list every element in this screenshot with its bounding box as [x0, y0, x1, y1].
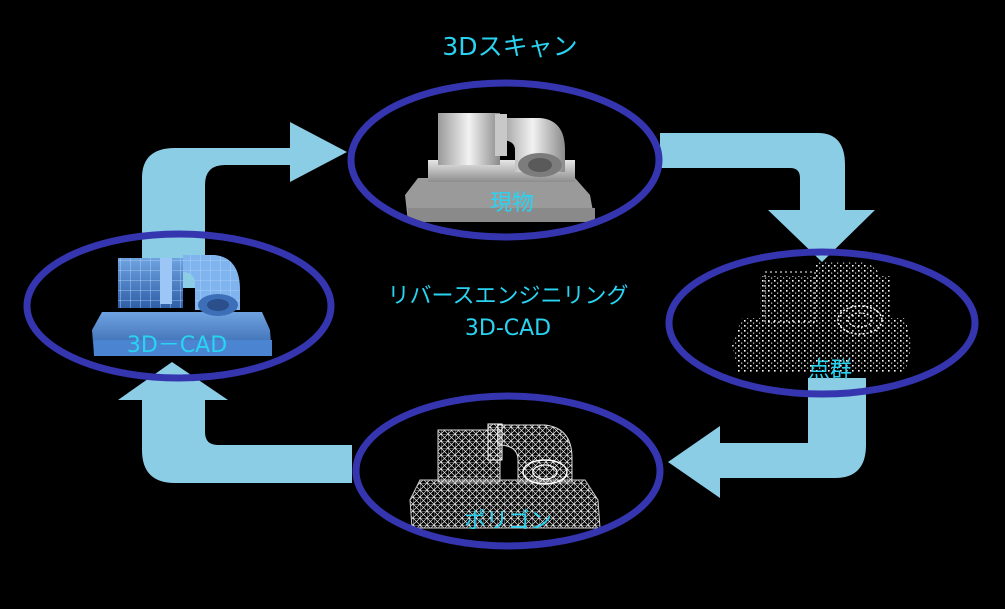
blue-cad-model-icon — [92, 255, 272, 356]
node-polygon: ポリゴン — [352, 392, 664, 550]
point-cloud-part-icon — [732, 262, 912, 372]
point-cloud-label: 点群 — [808, 358, 852, 383]
polygon-label: ポリゴン — [464, 509, 552, 534]
wireframe-mesh-part-icon — [409, 423, 601, 529]
solid-gray-part-icon — [405, 113, 595, 222]
center-label-line1: リバースエンジニリング — [388, 284, 629, 309]
node-point-cloud: 点群 — [665, 248, 979, 398]
flow-arrow-physical-to-pointcloud — [660, 133, 875, 262]
diagram-title: 3Dスキャン — [442, 32, 577, 61]
physical-label: 現物 — [490, 191, 534, 216]
node-cad: 3D－CAD — [23, 230, 335, 382]
cad-label: 3D－CAD — [127, 333, 227, 358]
center-label-line2: 3D-CAD — [465, 316, 551, 341]
flow-arrow-cad-to-physical — [142, 122, 347, 288]
flow-arrow-pointcloud-to-polygon — [668, 378, 866, 498]
flow-arrow-polygon-to-cad — [118, 362, 352, 483]
node-physical: 現物 — [347, 79, 663, 241]
